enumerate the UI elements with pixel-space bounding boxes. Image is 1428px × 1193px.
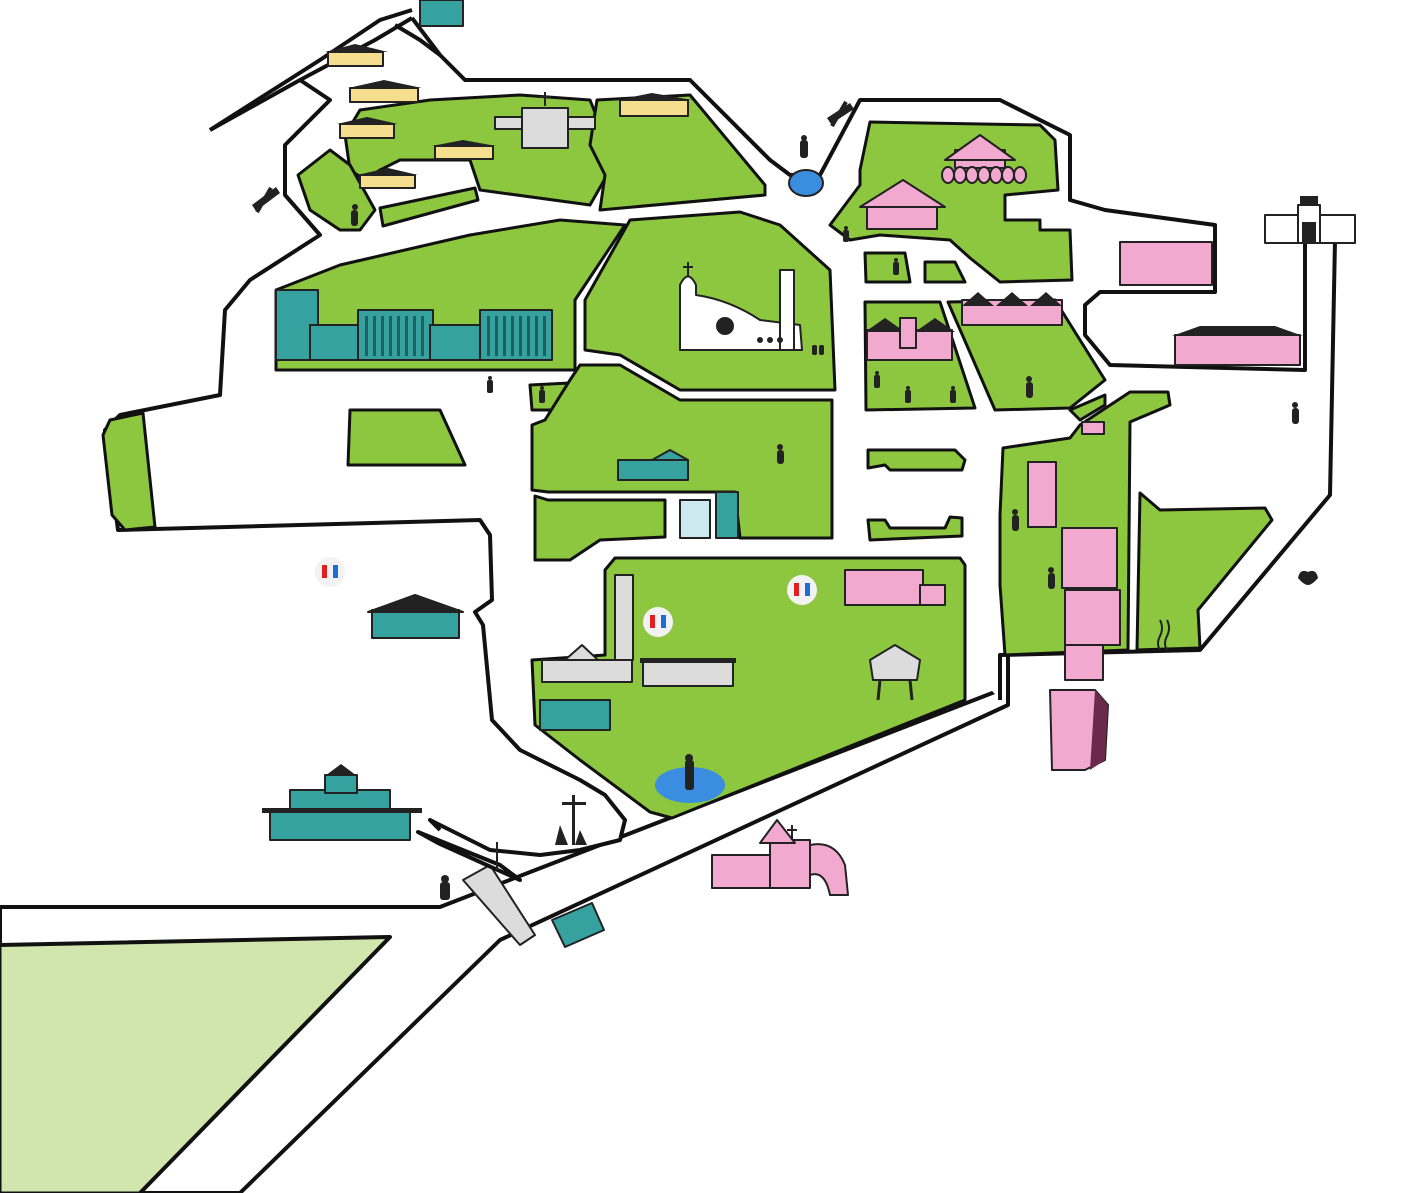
pink-tall-wing[interactable] xyxy=(1027,461,1121,681)
statue-icon xyxy=(1026,376,1033,398)
pink-office-block[interactable] xyxy=(1119,241,1213,286)
restroom-icon[interactable] xyxy=(315,557,345,587)
lawn-east-loop-bottom xyxy=(866,515,964,542)
statue-icon xyxy=(950,386,956,403)
pink-buildings[interactable] xyxy=(711,134,1303,896)
pond-icon[interactable] xyxy=(788,169,824,197)
pink-gabled-row[interactable] xyxy=(961,292,1063,326)
statue-icon xyxy=(1048,567,1055,589)
teal-buildings[interactable] xyxy=(262,0,739,948)
pink-row-houses[interactable] xyxy=(865,317,955,361)
lotus-icon[interactable] xyxy=(1298,570,1318,585)
lawn-southeast xyxy=(1135,491,1274,652)
cream-house-3[interactable] xyxy=(337,117,398,139)
quad-long-building[interactable] xyxy=(640,658,736,687)
pink-convent[interactable] xyxy=(711,819,849,896)
statue-icons xyxy=(351,135,1299,900)
lawn-west-block xyxy=(346,408,467,467)
pink-small-hut[interactable] xyxy=(1081,421,1105,435)
pond-icon[interactable] xyxy=(655,754,725,803)
lawn-east-upper xyxy=(828,120,1074,284)
signpost-icon[interactable] xyxy=(827,100,854,128)
gate-building[interactable] xyxy=(1264,196,1356,244)
lawn-north-strip xyxy=(378,186,480,228)
statue-icon xyxy=(1012,509,1019,531)
statue-icon xyxy=(874,371,880,388)
statue-icon xyxy=(487,376,493,393)
lawn-east-tiny1 xyxy=(863,251,912,284)
lawn-main-quad xyxy=(530,556,967,820)
teal-quad-building[interactable] xyxy=(539,699,611,731)
statue-icon xyxy=(893,258,899,275)
signpost-icon[interactable] xyxy=(252,186,280,214)
statue-icon xyxy=(539,386,545,403)
ramp-path xyxy=(462,864,536,946)
hot-spring-icon[interactable] xyxy=(1157,619,1170,651)
cream-house-5[interactable] xyxy=(357,168,418,189)
lawn-hospital xyxy=(998,390,1172,657)
teal-top-building[interactable] xyxy=(419,0,464,27)
restroom-icon[interactable] xyxy=(643,607,673,637)
upper-winding-path xyxy=(208,8,413,132)
dormitory-building[interactable] xyxy=(275,289,553,361)
restroom-icon[interactable] xyxy=(787,575,817,605)
teal-fountain-hall[interactable] xyxy=(679,491,739,539)
pink-quad-hall[interactable] xyxy=(844,569,946,606)
cathedral-building[interactable] xyxy=(679,262,803,351)
cream-hall[interactable] xyxy=(617,93,692,117)
teal-school-building[interactable] xyxy=(617,449,689,481)
lawn-pond-edge xyxy=(1068,393,1107,422)
statue-icon xyxy=(1292,402,1299,424)
lawn-east-tiny2 xyxy=(923,260,967,284)
dormitory-windows xyxy=(365,316,546,356)
pink-chapel-house[interactable] xyxy=(941,134,1027,184)
crucifix-icon[interactable] xyxy=(555,795,587,845)
grey-buildings[interactable] xyxy=(494,92,1356,701)
diagonal-walk xyxy=(416,830,522,882)
lawn-central-low xyxy=(533,494,667,562)
pink-chapel-arches xyxy=(941,166,1027,184)
cream-house-4[interactable] xyxy=(432,140,496,160)
cream-houses[interactable] xyxy=(325,44,692,189)
pink-house[interactable] xyxy=(859,179,946,230)
points-of-interest[interactable] xyxy=(252,100,1318,900)
cream-house-1[interactable] xyxy=(325,44,388,67)
statue-icon xyxy=(812,345,824,355)
monastery-building[interactable] xyxy=(494,92,596,149)
teal-gate-booth[interactable] xyxy=(551,902,605,948)
statue-icon xyxy=(777,444,784,464)
pink-hospital-tower[interactable] xyxy=(1049,689,1109,771)
teal-chalet[interactable] xyxy=(367,594,464,639)
statue-icon xyxy=(843,226,849,242)
gazebo-building[interactable] xyxy=(869,644,921,701)
lawn-west-oval xyxy=(101,411,157,532)
lawn-central xyxy=(530,363,834,540)
statue-icon xyxy=(351,204,358,226)
teal-station-building[interactable] xyxy=(262,764,422,841)
lawn-east-loop-top xyxy=(866,448,967,472)
statue-icon xyxy=(440,875,450,900)
lawn-north-east xyxy=(588,93,767,212)
lawn-north-west xyxy=(296,148,377,232)
quad-tower-building[interactable] xyxy=(541,574,634,683)
pink-longhouse[interactable] xyxy=(1172,326,1303,366)
cream-house-2[interactable] xyxy=(348,80,422,103)
north-link xyxy=(393,23,442,57)
statue-icon xyxy=(905,386,911,403)
statue-icon xyxy=(800,135,808,158)
